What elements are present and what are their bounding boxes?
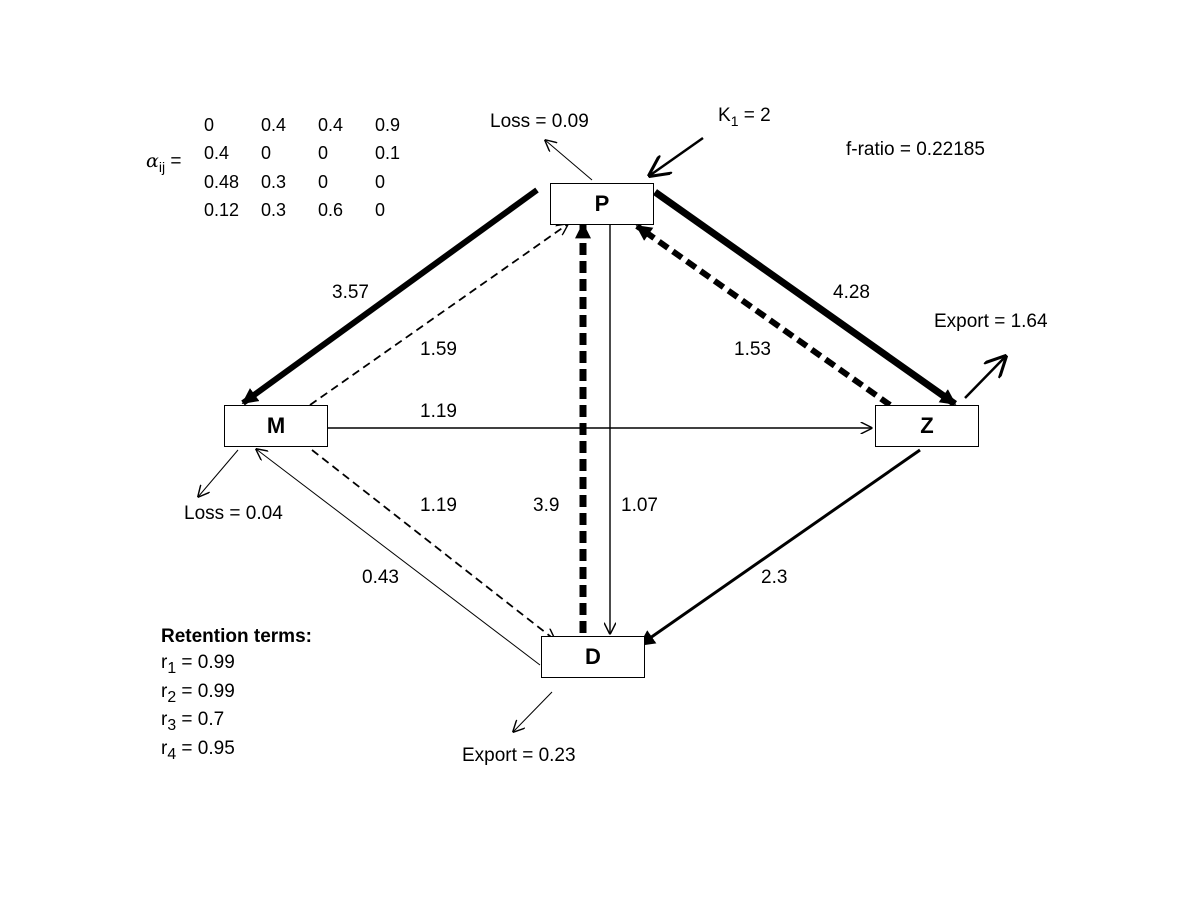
k-symbol: K [718,105,731,126]
matrix-cell: 0 [318,143,329,164]
retention-symbol: r [161,680,168,702]
retention-term: r4 = 0.95 [161,738,312,767]
matrix-cell: 0.3 [261,171,287,192]
arrow-d-to-m [256,449,541,666]
matrix-cell: 0.4 [204,143,230,164]
retention-terms: Retention terms: r1 = 0.99 r2 = 0.99 r3 … [161,626,312,766]
retention-term: r1 = 0.99 [161,652,312,681]
flow-label-z-to-p: 1.53 [734,339,771,360]
flow-label-p-to-d: 1.07 [621,495,658,516]
retention-term: r2 = 0.99 [161,681,312,710]
arrow-m-to-d [311,449,555,640]
retention-subscript: 3 [167,716,177,734]
matrix-row: 0.48 0.3 0 0 [204,168,432,197]
arrow-k1-input [649,136,704,176]
retention-value: = 0.7 [176,709,225,730]
export-label-d: Export = 0.23 [462,745,576,766]
matrix-row: 0.4 0 0 0.1 [204,140,432,169]
matrix-cell: 0.9 [375,114,401,135]
flow-label-m-to-d: 1.19 [420,495,457,516]
matrix-cell: 0.6 [318,200,344,221]
k-subscript: 1 [730,112,739,129]
input-k1-label: K1 = 2 [718,106,771,128]
flow-label-d-to-m: 0.43 [362,567,399,588]
matrix-cell: 0.48 [204,171,240,192]
node-z: Z [875,405,979,447]
export-label-z: Export = 1.64 [934,311,1048,332]
alpha-matrix: 0 0.4 0.4 0.9 0.4 0 0 0.1 0.48 0.3 0 0 0… [204,111,432,225]
arrow-p-loss [545,140,593,181]
k-value: = 2 [738,105,771,126]
arrow-p-to-m [241,187,539,406]
flow-label-m-to-z: 1.19 [420,401,457,422]
matrix-cell: 0.4 [261,114,287,135]
matrix-cell: 0 [375,200,386,221]
alpha-label: αij = [146,150,181,175]
matrix-cell: 0 [261,143,272,164]
matrix-cell: 0.12 [204,200,240,221]
loss-label-p: Loss = 0.09 [490,111,589,132]
arrow-m-loss [198,449,239,497]
flow-label-p-to-m: 3.57 [332,282,369,303]
arrow-d-export [513,691,553,732]
arrow-z-to-d [638,448,921,647]
loss-label-m: Loss = 0.04 [184,503,283,524]
f-ratio-label: f-ratio = 0.22185 [846,139,985,160]
matrix-cell: 0 [375,171,386,192]
retention-subscript: 1 [167,659,177,677]
flow-label-z-to-d: 2.3 [761,567,788,588]
matrix-cell: 0 [318,171,329,192]
node-m: M [224,405,328,447]
retention-subscript: 2 [167,688,177,706]
arrow-m-to-p [309,224,568,406]
retention-subscript: 4 [167,745,177,763]
arrow-z-export [964,356,1006,399]
matrix-cell: 0 [204,114,215,135]
flow-label-m-to-p: 1.59 [420,339,457,360]
retention-title: Retention terms: [161,626,312,647]
matrix-cell: 0.1 [375,143,401,164]
flow-label-p-to-z: 4.28 [833,282,870,303]
alpha-equals: = [165,151,182,172]
matrix-cell: 0.4 [318,114,344,135]
retention-value: = 0.99 [176,652,235,673]
matrix-row: 0 0.4 0.4 0.9 [204,111,432,140]
arrow-p-to-z [652,189,958,407]
retention-symbol: r [161,737,168,759]
flow-label-d-to-p: 3.9 [533,495,560,516]
node-d: D [541,636,645,678]
retention-symbol: r [161,652,168,673]
retention-term: r3 = 0.7 [161,709,312,738]
alpha-symbol: α [146,150,159,172]
retention-value: = 0.95 [176,737,235,759]
matrix-row: 0.12 0.3 0.6 0 [204,197,432,226]
matrix-cell: 0.3 [261,200,287,221]
retention-value: = 0.99 [176,680,235,702]
arrow-z-to-p [635,223,892,408]
node-p: P [550,183,654,225]
alpha-subscript: ij [158,158,166,175]
retention-symbol: r [161,709,168,730]
